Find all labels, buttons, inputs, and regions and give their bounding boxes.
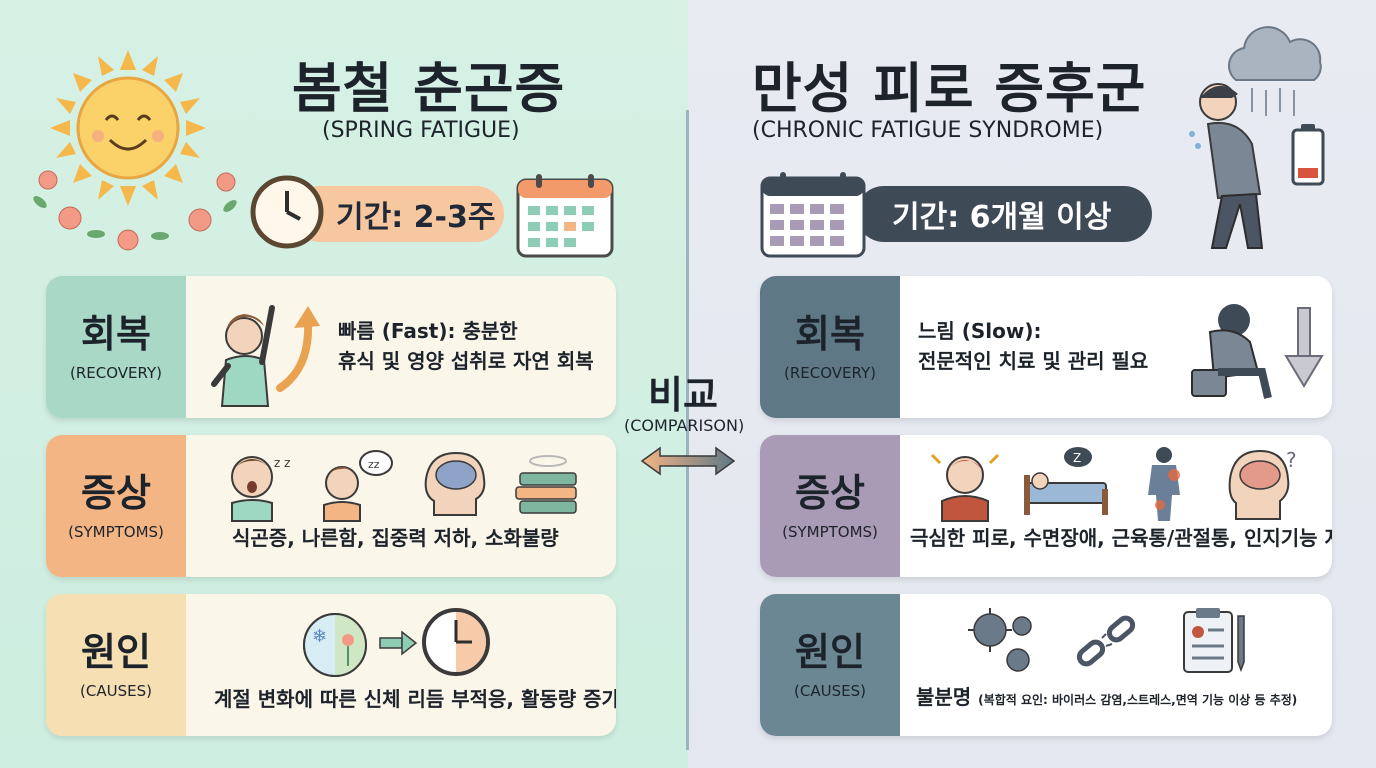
calendar-icon bbox=[760, 172, 866, 258]
left-period-text: 기간: 2-3주 bbox=[336, 200, 496, 235]
virus-icon bbox=[968, 608, 1032, 672]
svg-text:z z: z z bbox=[274, 456, 290, 470]
headache-icon bbox=[930, 453, 1000, 522]
left-symptoms-text: 식곤증, 나른함, 집중력 저하, 소화불량 bbox=[232, 526, 559, 550]
left-symptoms-label: 증상 bbox=[81, 471, 151, 516]
brain-head-icon bbox=[424, 451, 486, 516]
right-causes-detail: (복합적 요인: 바이러스 감염,스트레스,면역 기능 이상 등 추정) bbox=[978, 693, 1298, 707]
right-recovery-line2: 전문적인 치료 및 관리 필요 bbox=[918, 349, 1149, 373]
right-causes-head: 원인 (CAUSES) bbox=[760, 594, 900, 736]
left-symptoms-label-en: (SYMPTOMS) bbox=[68, 522, 164, 541]
left-recovery-head: 회복 (RECOVERY) bbox=[46, 276, 186, 418]
rain-cloud-icon bbox=[1228, 26, 1322, 116]
right-causes-main: 불분명 bbox=[916, 685, 972, 709]
sun-icon bbox=[33, 50, 237, 251]
arrow-down-icon bbox=[1284, 307, 1324, 388]
right-symptoms-head: 증상 (SYMPTOMS) bbox=[760, 435, 900, 577]
right-causes-text: 불분명 (복합적 요인: 바이러스 감염,스트레스,면역 기능 이상 등 추정) bbox=[916, 682, 1297, 715]
left-causes-label: 원인 bbox=[81, 630, 151, 675]
broken-chain-icon bbox=[1076, 615, 1136, 667]
left-title: 봄철 춘곤증 bbox=[292, 57, 566, 120]
season-icon: ❄ bbox=[303, 613, 367, 677]
bed-icon: Z bbox=[1024, 447, 1108, 515]
sleepy-person-icon: zz bbox=[323, 450, 393, 522]
right-title: 만성 피로 증후군 bbox=[752, 57, 1147, 120]
right-causes-label-en: (CAUSES) bbox=[794, 681, 866, 700]
clock-icon bbox=[422, 608, 490, 676]
left-recovery-card: 회복 (RECOVERY) 빠름 (Fast): 충분한 휴식 및 영양 섭취로… bbox=[46, 276, 616, 418]
right-recovery-label: 회복 bbox=[795, 312, 865, 357]
svg-text:zz: zz bbox=[368, 458, 380, 471]
left-recovery-line1: 빠름 (Fast): 충분한 bbox=[338, 319, 518, 343]
svg-text:?: ? bbox=[1286, 448, 1297, 472]
right-symptoms-label: 증상 bbox=[795, 471, 865, 516]
comparison-label: 비교 bbox=[648, 373, 718, 417]
center-divider bbox=[686, 110, 689, 750]
left-symptoms-head: 증상 (SYMPTOMS) bbox=[46, 435, 186, 577]
comparison-label-en: (COMPARISON) bbox=[624, 416, 745, 435]
sitting-person-icon bbox=[1191, 304, 1272, 399]
right-symptoms-text: 극심한 피로, 수면장애, 근육통/관절통, 인지기능 저하 bbox=[910, 526, 1332, 550]
right-period-text: 기간: 6개월 이상 bbox=[892, 200, 1112, 235]
left-causes-head: 원인 (CAUSES) bbox=[46, 594, 186, 736]
yawning-person-icon: z z bbox=[231, 456, 290, 522]
right-symptoms-card: 증상 (SYMPTOMS) Z ? 극심한 피로, 수면장애, 근육통/관절통,… bbox=[760, 435, 1332, 577]
books-icon bbox=[515, 455, 577, 514]
left-subtitle: (SPRING FATIGUE) bbox=[322, 118, 520, 143]
right-period-badge: 기간: 6개월 이상 bbox=[856, 186, 1152, 242]
right-symptoms-label-en: (SYMPTOMS) bbox=[782, 522, 878, 541]
double-arrow-icon bbox=[640, 446, 736, 476]
arrow-right-icon bbox=[379, 630, 418, 656]
left-recovery-line2: 휴식 및 영양 섭취로 자연 회복 bbox=[338, 349, 594, 373]
clipboard-icon bbox=[1183, 608, 1245, 673]
left-period-badge: 기간: 2-3주 bbox=[292, 186, 504, 242]
right-recovery-line1: 느림 (Slow): bbox=[918, 319, 1042, 343]
svg-text:Z: Z bbox=[1073, 451, 1081, 465]
left-symptoms-card: 증상 (SYMPTOMS) z z zz 식곤증, 나른함, 집중력 저하, 소… bbox=[46, 435, 616, 577]
right-recovery-card: 회복 (RECOVERY) 느림 (Slow): 전문적인 치료 및 관리 필요 bbox=[760, 276, 1332, 418]
brain-question-icon: ? bbox=[1228, 448, 1297, 520]
left-causes-label-en: (CAUSES) bbox=[80, 681, 152, 700]
calendar-icon bbox=[516, 174, 614, 258]
clock-icon bbox=[250, 175, 324, 249]
left-causes-text: 계절 변화에 따른 신체 리듬 부적응, 활동량 증가 bbox=[214, 687, 616, 711]
stretching-person-icon bbox=[211, 305, 275, 407]
left-causes-card: 원인 (CAUSES) ❄ 계절 변화에 따른 신체 리듬 부적응, 활동량 증… bbox=[46, 594, 616, 736]
low-battery-icon bbox=[1291, 124, 1325, 186]
right-subtitle: (CHRONIC FATIGUE SYNDROME) bbox=[752, 118, 1104, 143]
left-recovery-label: 회복 bbox=[81, 312, 151, 357]
left-recovery-label-en: (RECOVERY) bbox=[70, 363, 162, 382]
right-causes-card: 원인 (CAUSES) 불분명 (복합적 요인: 바이러스 감염,스트레스,면역… bbox=[760, 594, 1332, 736]
right-recovery-label-en: (RECOVERY) bbox=[784, 363, 876, 382]
svg-text:❄: ❄ bbox=[312, 626, 327, 647]
right-causes-label: 원인 bbox=[795, 630, 865, 675]
body-pain-icon bbox=[1148, 447, 1180, 521]
right-recovery-head: 회복 (RECOVERY) bbox=[760, 276, 900, 418]
arrow-up-icon bbox=[276, 306, 320, 392]
tired-person-icon bbox=[1189, 83, 1264, 249]
